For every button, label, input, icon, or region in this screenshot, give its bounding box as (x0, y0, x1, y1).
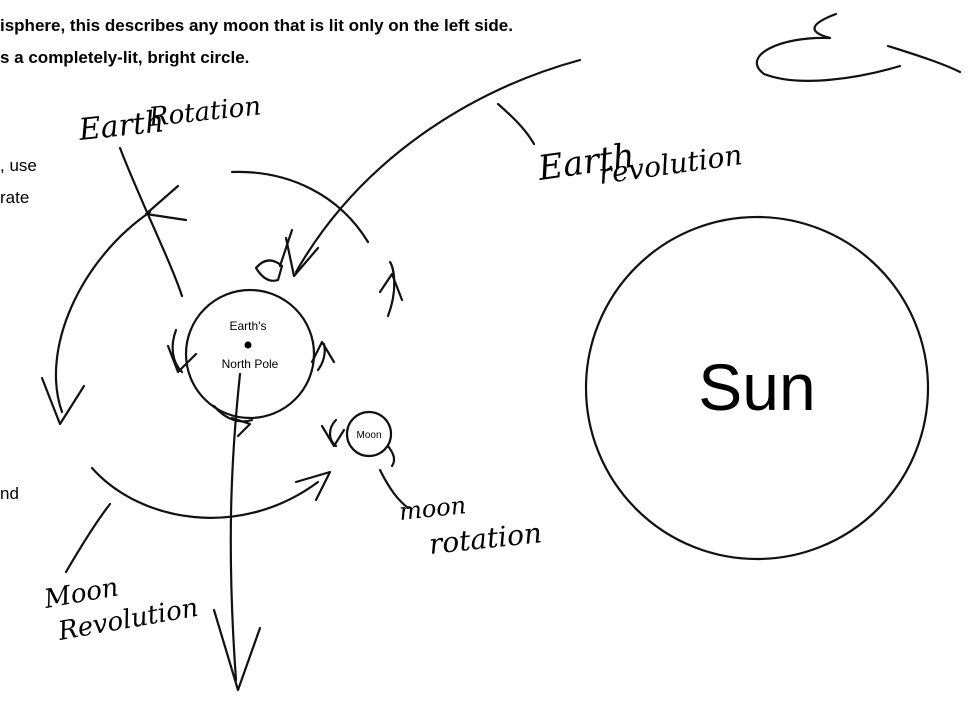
orbit-arrowhead-right (380, 274, 402, 300)
north-pole-dot (245, 342, 252, 349)
moon-orbit-arc-bottom (92, 468, 318, 518)
moon-rotation-arc-right (388, 446, 394, 466)
moon-rotation-arrow-left (322, 426, 344, 446)
north-pole-down-arrowhead (214, 610, 260, 690)
orbit-arrowhead-top (146, 186, 186, 220)
earth-revolution-pointer (498, 104, 534, 144)
moon-revolution-pointer (66, 504, 110, 572)
moon-orbit-arc-top (232, 172, 368, 242)
earth-circle (186, 290, 314, 418)
observer-figure (256, 260, 282, 280)
sun-label: Sun (698, 350, 815, 424)
moon-orbit-arc-left (56, 212, 150, 412)
earth-label-line-2: North Pole (222, 357, 279, 371)
moon-rotation-label-2: rotation (427, 516, 543, 561)
earth-rotation-label-2: Rotation (147, 91, 263, 133)
moon-label: Moon (356, 430, 381, 441)
moon-rotation-label-1: moon (398, 491, 468, 526)
orbit-arrowhead-left (42, 378, 84, 424)
earth-label-line-1: Earth's (230, 319, 267, 333)
earth-rotation-arc-left (173, 330, 182, 372)
moon-orbit-arc-right (388, 262, 394, 316)
top-right-squiggle (757, 14, 900, 81)
top-right-curve (888, 46, 960, 72)
earth-rotation-pointer (120, 148, 182, 296)
